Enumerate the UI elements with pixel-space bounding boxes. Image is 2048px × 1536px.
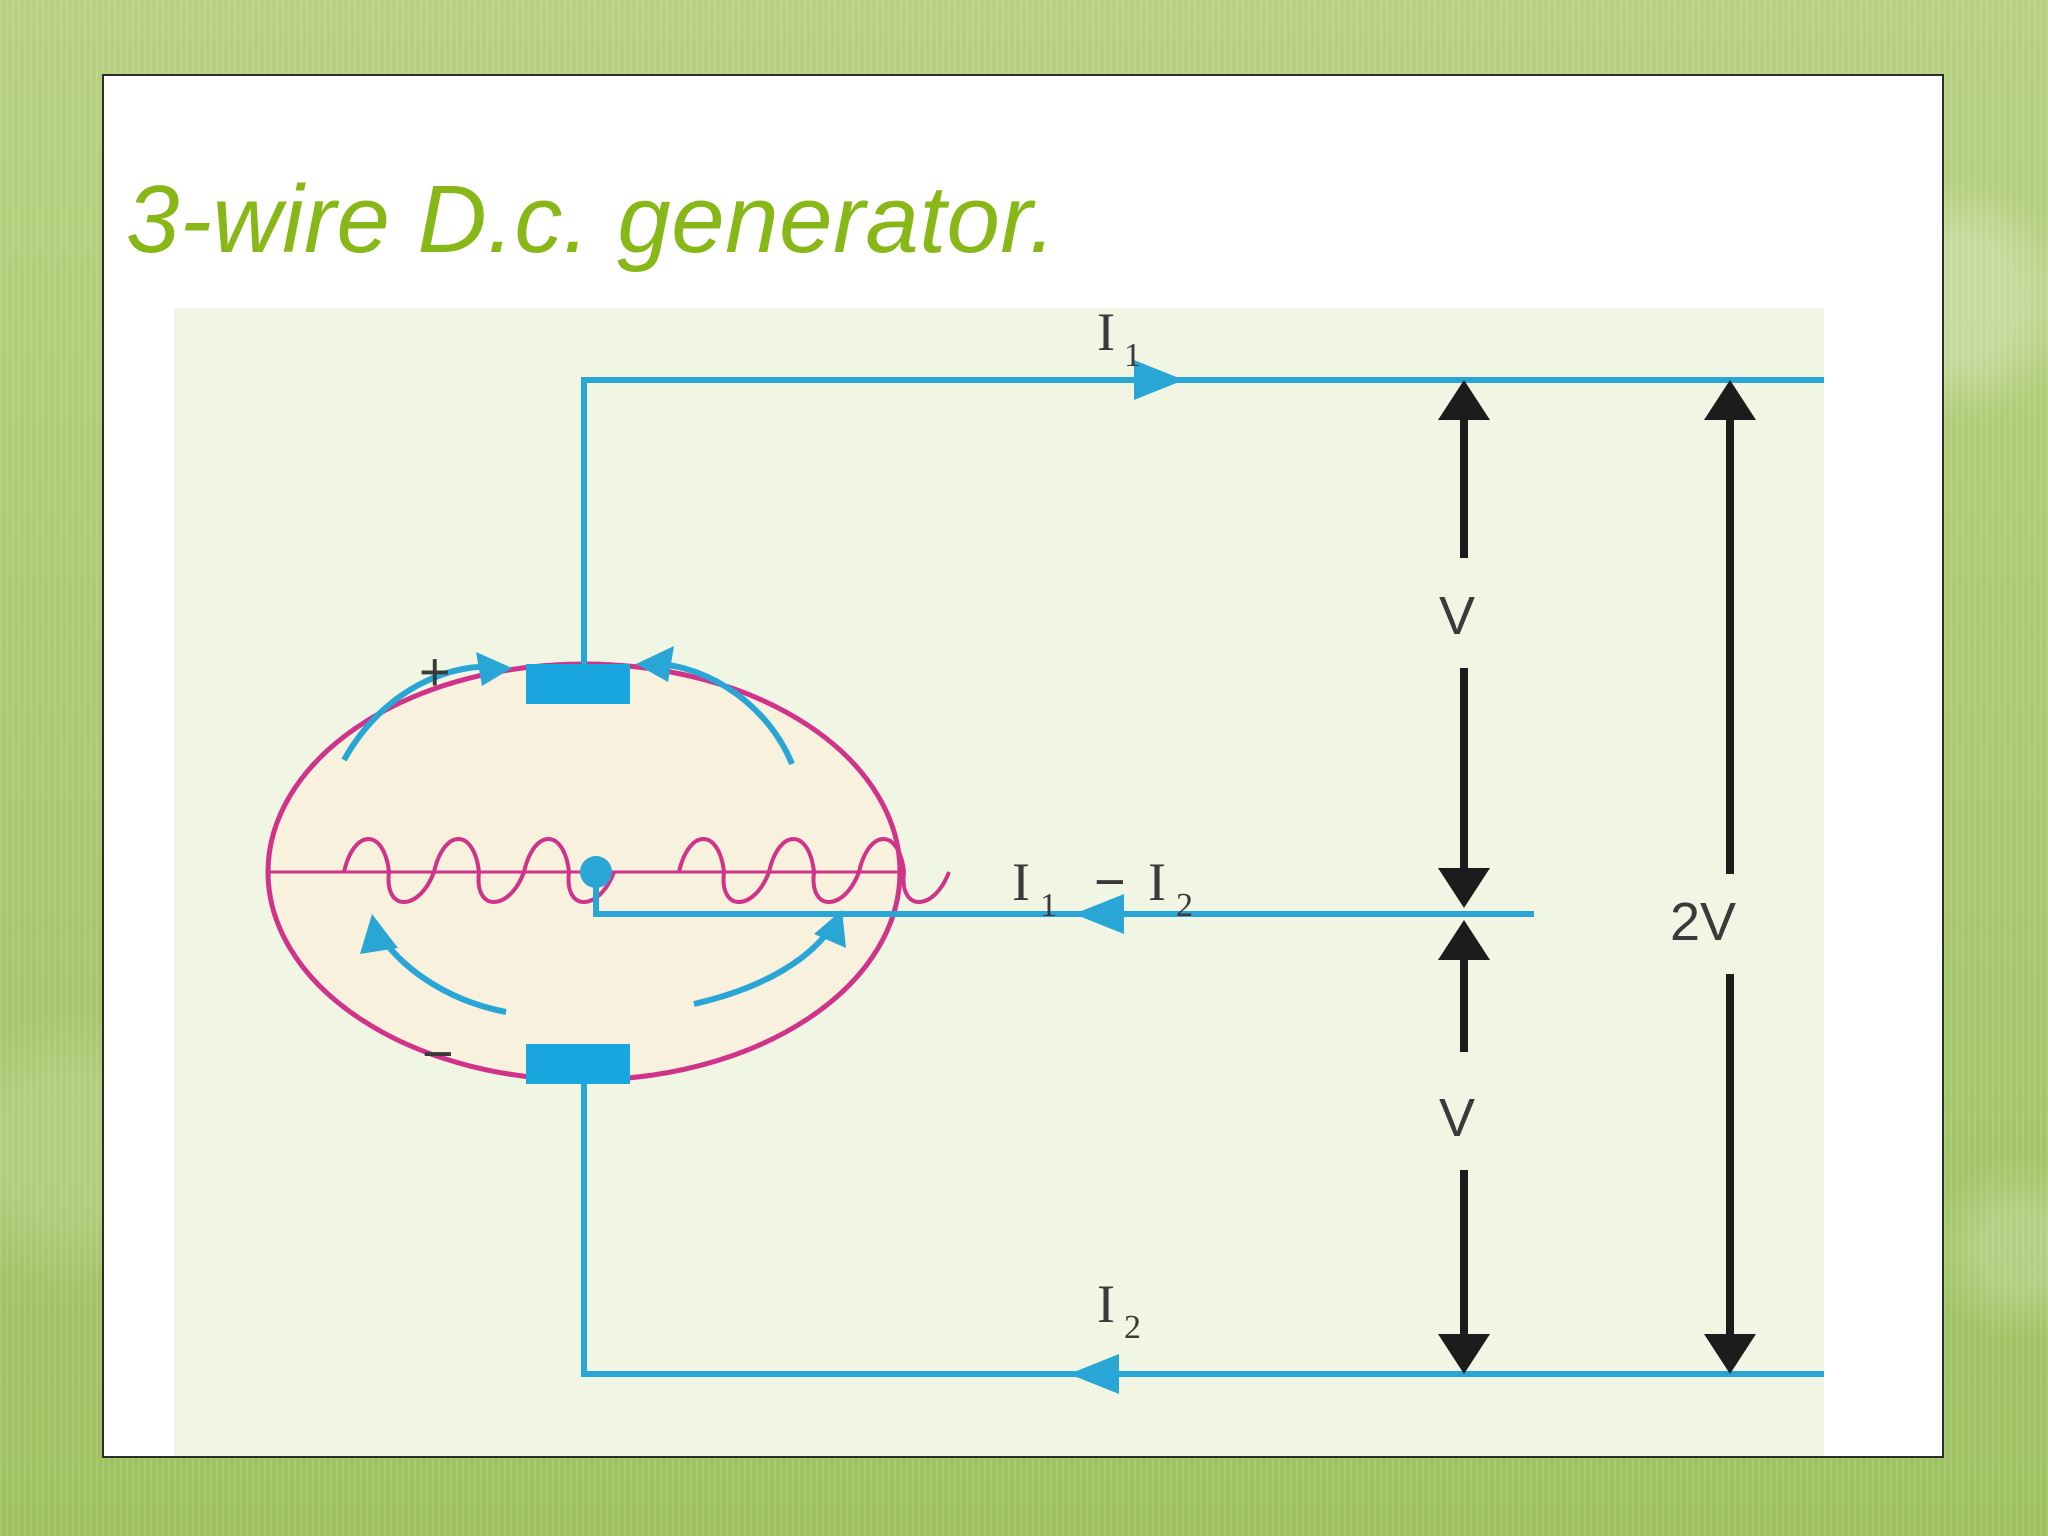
dim-v-upper-arrowhead-bottom — [1438, 868, 1490, 908]
diagram: + − I 1 I 2 I 1 − I 2 — [174, 308, 1824, 1456]
label-neutral-i2-subscript: 2 — [1176, 887, 1193, 924]
label-2v: 2V — [1670, 892, 1736, 952]
top-wire — [581, 377, 1824, 664]
label-v-lower: V — [1439, 1088, 1475, 1148]
label-top-current: I — [1097, 308, 1115, 362]
label-neutral-minus: − — [1094, 852, 1126, 912]
brush-positive — [526, 664, 630, 704]
rotation-arrowhead-bottom-right — [814, 910, 846, 948]
label-bottom-current: I — [1097, 1274, 1115, 1334]
dim-v-lower-arrowhead-top — [1438, 920, 1490, 960]
current-arrow-top — [1134, 360, 1184, 400]
current-arrow-neutral — [1074, 894, 1124, 934]
rotation-arrowhead-top-right — [636, 646, 674, 682]
slide-title: 3-wire D.c. generator. — [126, 166, 1057, 273]
positive-terminal-label: + — [419, 642, 451, 702]
armature-coil-left — [342, 837, 616, 904]
label-neutral-i1-subscript: 1 — [1040, 887, 1057, 924]
armature-coil-right — [677, 837, 951, 904]
negative-terminal-label: − — [422, 1024, 454, 1084]
dim-v-upper-arrowhead-top — [1438, 380, 1490, 420]
brush-negative — [526, 1044, 630, 1084]
bottom-wire — [581, 1084, 1824, 1377]
rotation-arrowhead-bottom-left — [360, 914, 398, 954]
label-top-current-subscript: 1 — [1124, 337, 1141, 374]
current-arrow-bottom — [1069, 1354, 1119, 1394]
label-v-upper: V — [1439, 586, 1475, 646]
label-neutral-i2: I — [1148, 852, 1166, 912]
dim-2v-arrowhead-bottom — [1704, 1334, 1756, 1374]
dim-2v-arrowhead-top — [1704, 380, 1756, 420]
label-bottom-current-subscript: 2 — [1124, 1309, 1141, 1346]
dim-v-lower-arrowhead-bottom — [1438, 1334, 1490, 1374]
label-neutral-i1: I — [1012, 852, 1030, 912]
diagram-svg: + − I 1 I 2 I 1 − I 2 — [174, 308, 1824, 1456]
neutral-wire — [593, 872, 1534, 917]
slide: 3-wire D.c. generator. — [102, 74, 1944, 1458]
rotation-arrowhead-top-left — [476, 652, 512, 686]
